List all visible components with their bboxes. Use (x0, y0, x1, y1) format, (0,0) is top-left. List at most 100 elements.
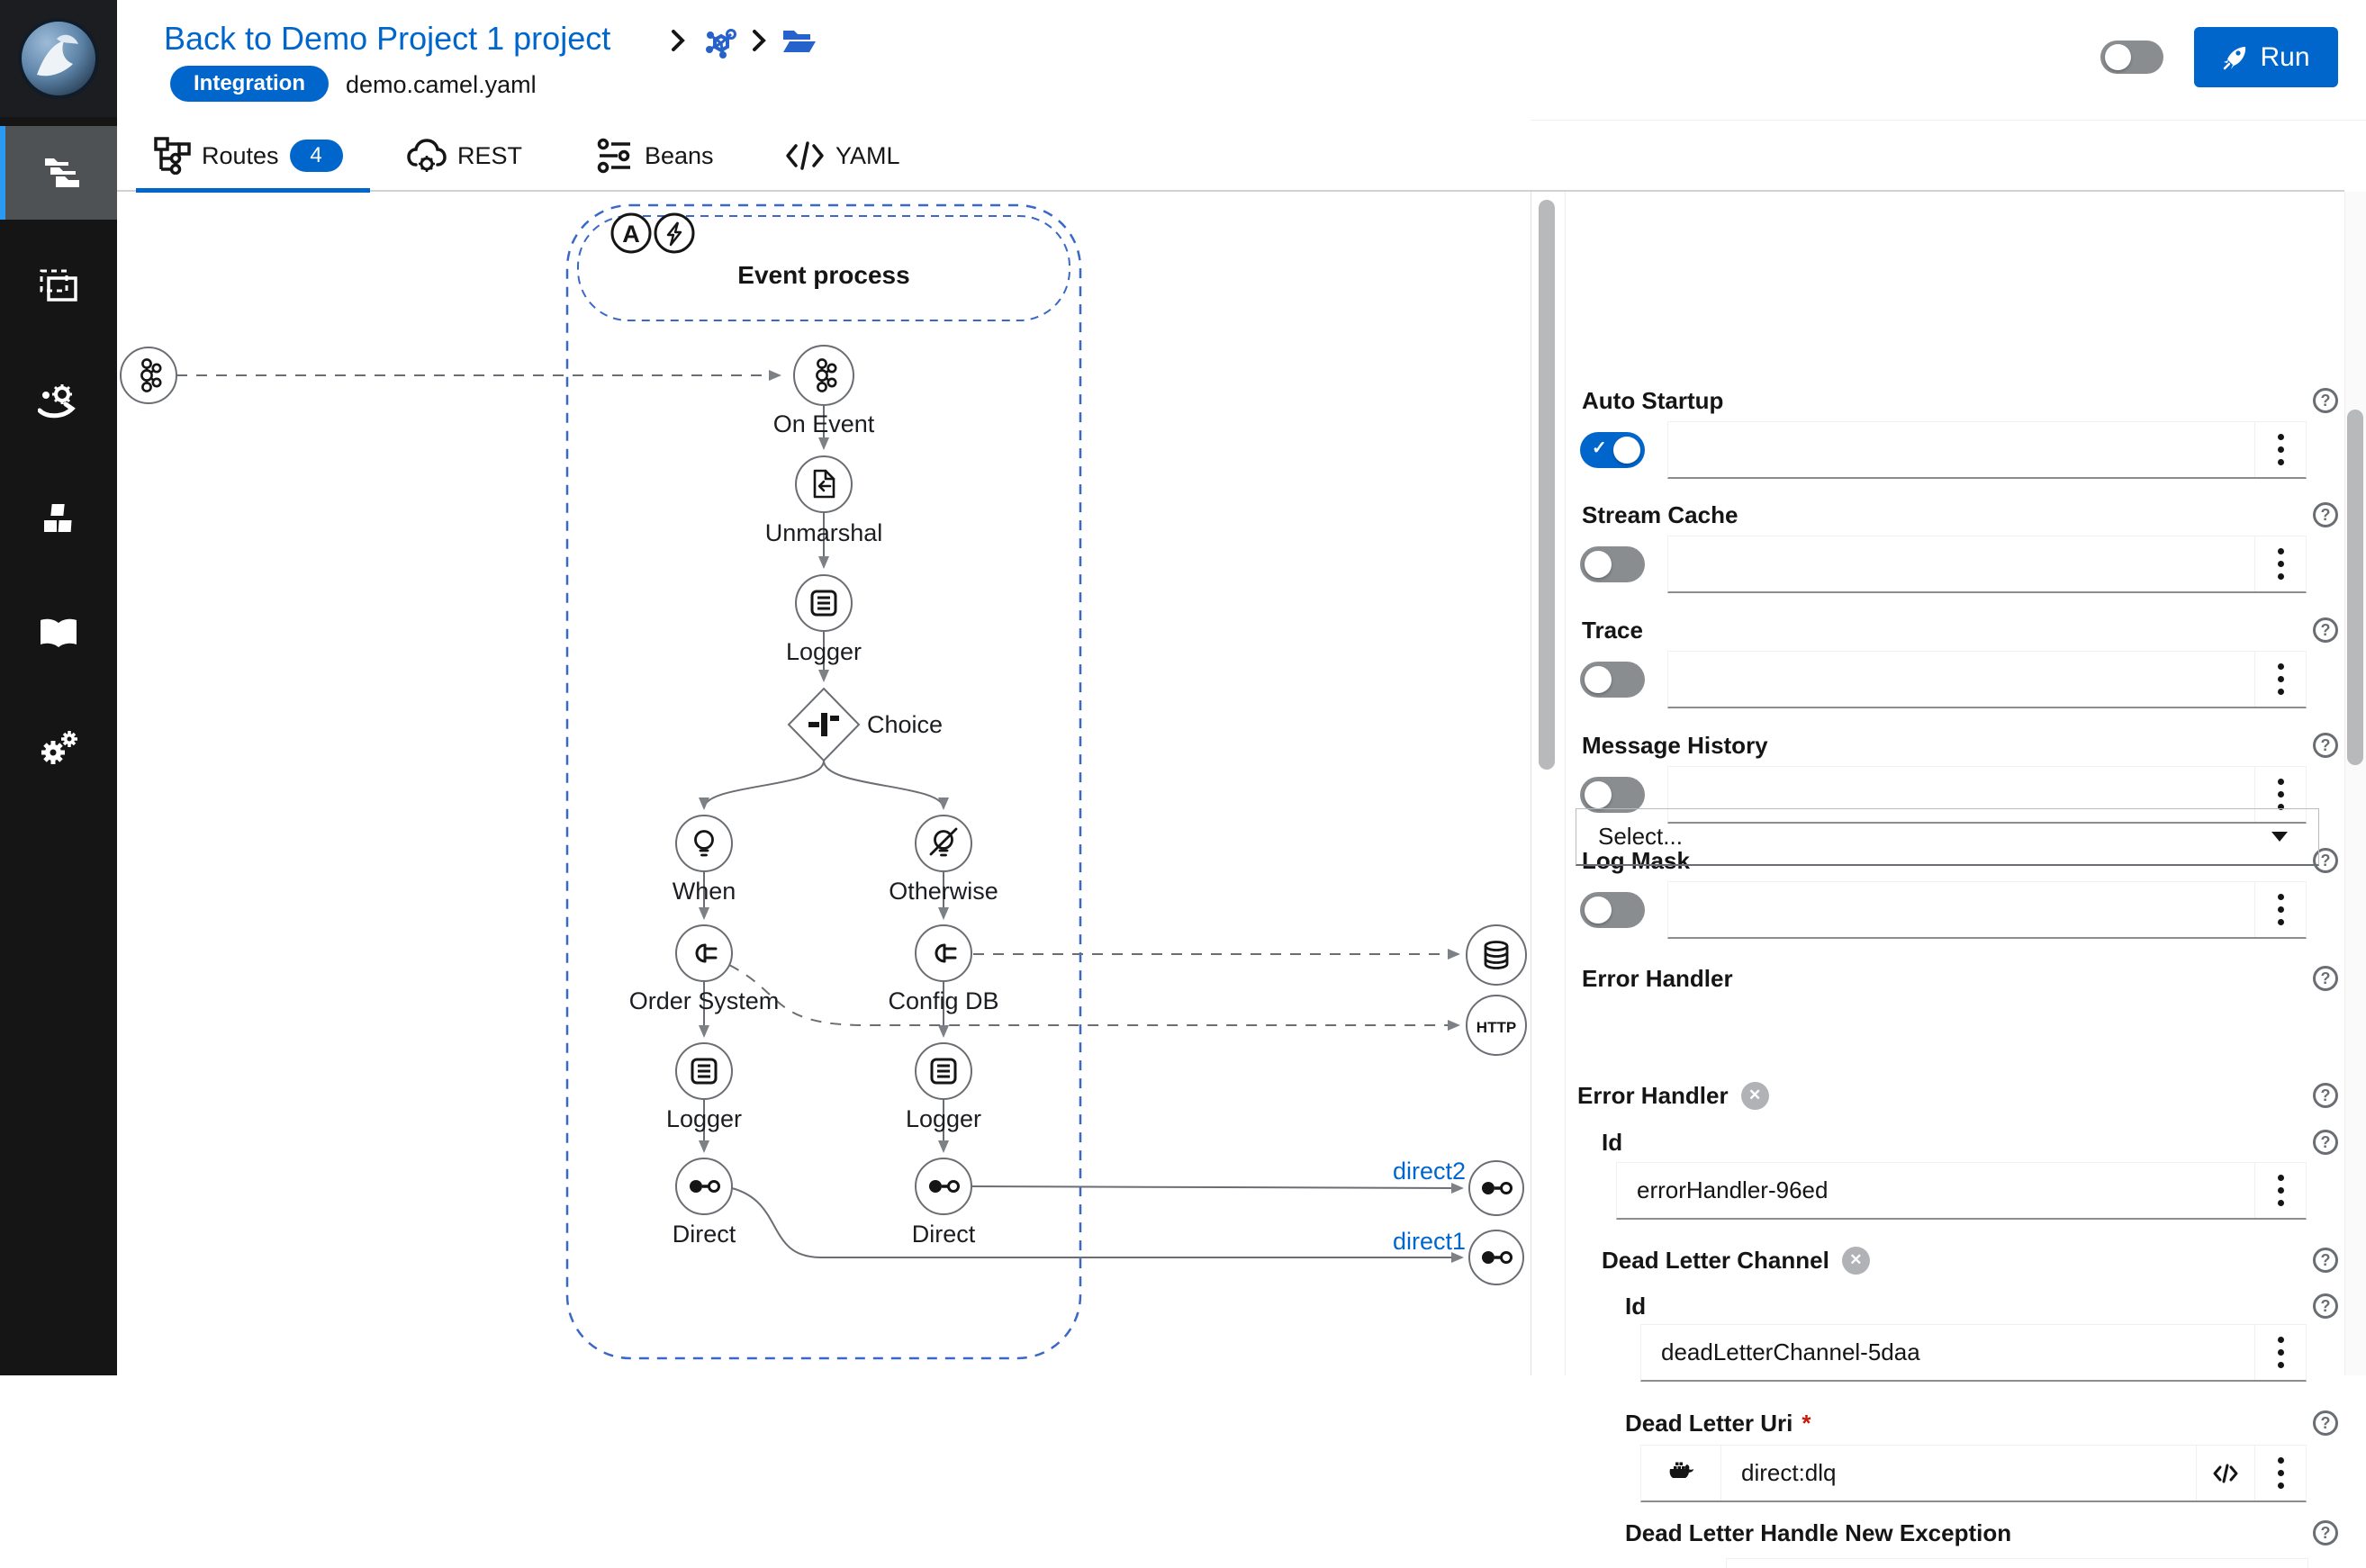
tab-routes[interactable]: Routes 4 (151, 120, 343, 192)
node-direct-right[interactable]: Direct (912, 1158, 976, 1248)
file-name: demo.camel.yaml (346, 71, 537, 99)
folder-open-icon[interactable] (781, 27, 817, 56)
endpoint-direct1[interactable]: direct1 (1393, 1228, 1523, 1284)
endpoint-direct2[interactable]: direct2 (1393, 1158, 1523, 1215)
route-title: Event process (737, 261, 909, 289)
sidebar-item-knowledgebase[interactable] (0, 587, 117, 680)
node-kafka-source[interactable] (121, 347, 176, 403)
trace-input[interactable] (1667, 651, 2307, 708)
help-icon[interactable]: ? (2313, 617, 2338, 643)
remove-error-handler-icon[interactable]: ✕ (1741, 1082, 1769, 1110)
node-label: Otherwise (889, 878, 998, 905)
node-logger-3[interactable]: Logger (906, 1043, 981, 1132)
remove-dead-letter-channel-icon[interactable]: ✕ (1842, 1247, 1870, 1275)
field-label-trace: Trace (1582, 616, 1643, 644)
help-icon[interactable]: ? (2313, 1410, 2338, 1436)
stream-cache-input[interactable] (1667, 536, 2307, 593)
node-external-database[interactable] (1467, 925, 1526, 985)
component-icon (1641, 1446, 1721, 1500)
kebab-menu[interactable] (2254, 422, 2306, 477)
window-scrollbar[interactable] (2347, 410, 2363, 765)
sidebar-item-services[interactable] (0, 356, 117, 449)
help-icon[interactable]: ? (2313, 1083, 2338, 1108)
help-icon[interactable]: ? (2313, 388, 2338, 413)
dead-letter-uri-input[interactable]: direct:dlq (1640, 1445, 2307, 1502)
help-icon[interactable]: ? (2313, 502, 2338, 527)
node-external-http[interactable]: HTTP (1467, 996, 1526, 1055)
rest-cloud-icon (407, 138, 447, 174)
help-icon[interactable]: ? (2313, 1130, 2338, 1155)
sidebar-item-blocks[interactable] (0, 473, 117, 566)
tab-beans[interactable]: Beans (596, 120, 714, 192)
node-when[interactable]: When (673, 816, 736, 905)
kebab-menu[interactable] (2254, 1325, 2306, 1380)
node-label: Choice (867, 711, 943, 738)
routes-count-badge: 4 (290, 140, 343, 172)
node-choice[interactable]: Choice (789, 689, 943, 761)
log-mask-input[interactable] (1667, 881, 2307, 939)
kebab-menu[interactable] (2254, 1163, 2306, 1218)
help-icon[interactable]: ? (2313, 1520, 2338, 1545)
endpoint-label: direct2 (1393, 1158, 1466, 1185)
tab-rest[interactable]: REST (407, 120, 522, 192)
error-handler-select[interactable]: Select... (1576, 808, 2319, 866)
node-label: Direct (912, 1221, 976, 1248)
node-label: Logger (906, 1105, 981, 1132)
field-label-auto-startup: Auto Startup (1582, 386, 1723, 415)
auto-startup-input[interactable] (1667, 421, 2307, 479)
route-designer-canvas[interactable]: Event process A (117, 194, 1531, 1375)
tab-yaml[interactable]: YAML (785, 120, 900, 192)
error-handler-id-input[interactable]: errorHandler-96ed (1616, 1162, 2307, 1220)
canvas-scrollbar[interactable] (1539, 200, 1555, 770)
tab-rest-label: REST (457, 142, 522, 170)
node-label: Logger (666, 1105, 742, 1132)
handle-new-exception-input[interactable] (1726, 1558, 2308, 1568)
field-label-stream-cache: Stream Cache (1582, 500, 1738, 529)
sidebar-item-templates[interactable] (0, 239, 117, 333)
properties-panel: Auto Startup ? ✓ Stream Cache ? ✓ Trace … (1566, 192, 2344, 1375)
node-logger-2[interactable]: Logger (666, 1043, 742, 1132)
help-icon[interactable]: ? (2313, 733, 2338, 758)
run-button[interactable]: Run (2194, 27, 2338, 87)
message-history-toggle[interactable]: ✓ (1580, 777, 1645, 813)
node-label: Unmarshal (765, 519, 883, 546)
header-toggle[interactable] (2100, 41, 2163, 74)
back-to-project-link[interactable]: Back to Demo Project 1 project (164, 20, 610, 58)
code-editor-icon[interactable] (2196, 1446, 2254, 1500)
auto-startup-badge: A (612, 214, 650, 252)
window-scrollbar-track (2344, 192, 2366, 1375)
kebab-menu[interactable] (2254, 536, 2306, 591)
node-on-event[interactable]: On Event (773, 346, 875, 437)
node-logger-1[interactable]: Logger (786, 575, 862, 665)
node-config-db[interactable]: Config DB (888, 925, 998, 1014)
sidebar-item-projects[interactable] (0, 126, 117, 220)
sidebar-item-settings[interactable] (0, 701, 117, 795)
auto-startup-toggle[interactable]: ✓ (1580, 432, 1645, 468)
node-label: On Event (773, 410, 875, 437)
breadcrumb (668, 27, 688, 54)
select-value: Select... (1576, 823, 2271, 851)
node-label: Logger (786, 638, 862, 665)
help-icon[interactable]: ? (2313, 1248, 2338, 1273)
log-mask-toggle[interactable]: ✓ (1580, 892, 1645, 928)
node-otherwise[interactable]: Otherwise (889, 816, 998, 905)
karavan-logo[interactable] (0, 0, 117, 117)
stream-cache-toggle[interactable]: ✓ (1580, 546, 1645, 582)
dead-letter-channel-id-input[interactable]: deadLetterChannel-5daa (1640, 1324, 2307, 1382)
kebab-menu[interactable] (2254, 882, 2306, 937)
help-icon[interactable]: ? (2313, 966, 2338, 991)
cubes-icon (39, 501, 78, 537)
help-icon[interactable]: ? (2313, 1293, 2338, 1319)
kebab-menu[interactable] (2254, 652, 2306, 707)
chevron-right-icon (668, 27, 688, 54)
kebab-menu[interactable] (2254, 1446, 2306, 1500)
node-label: Direct (673, 1221, 736, 1248)
node-direct-left[interactable]: Direct (673, 1158, 736, 1248)
node-order-system[interactable]: Order System (629, 925, 780, 1014)
node-unmarshal[interactable]: Unmarshal (765, 456, 883, 546)
input-value: deadLetterChannel-5daa (1641, 1325, 2254, 1380)
integration-hub-icon[interactable] (704, 27, 738, 59)
trace-toggle[interactable]: ✓ (1580, 662, 1645, 698)
tabs-bar: Routes 4 REST Beans (117, 120, 1531, 192)
field-label-message-history: Message History (1582, 731, 1768, 760)
